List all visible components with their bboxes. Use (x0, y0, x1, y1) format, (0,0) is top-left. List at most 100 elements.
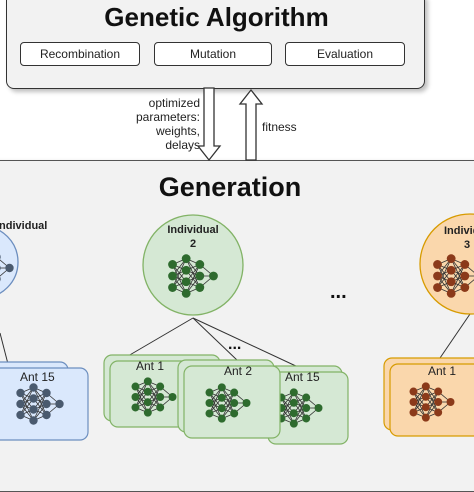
nn-edge (20, 387, 34, 416)
ant-label: Ant 2 (224, 364, 252, 378)
nn-node (446, 398, 455, 406)
nn-node (217, 404, 226, 413)
individual-3-label: Individual (444, 225, 474, 237)
nn-node (29, 394, 38, 403)
nn-node (217, 393, 226, 402)
nn-node (433, 260, 442, 269)
nn-node (131, 393, 140, 401)
nn-node (230, 409, 239, 418)
nn-edge (33, 392, 47, 421)
nn-node (181, 288, 191, 298)
nn-node (5, 263, 14, 273)
ants-ellipsis: ... (228, 336, 241, 353)
nn-node (289, 419, 298, 428)
nn-node (289, 398, 298, 407)
ant-label: Ant 1 (136, 359, 164, 373)
nn-node (217, 414, 226, 423)
nn-node (0, 276, 1, 282)
nn-node (205, 409, 214, 418)
individual-3: Individual 3 (419, 213, 474, 359)
nn-node (42, 410, 51, 420)
nn-node (446, 288, 456, 298)
nn-node (181, 277, 191, 287)
parameters-label-line: optimized (148, 96, 200, 110)
nn-node (434, 398, 443, 406)
parameters-label: optimized parameters: weights, delays (126, 96, 200, 152)
ant-card-15: Ant 15 (261, 365, 349, 445)
nn-node (131, 403, 140, 412)
nn-node (421, 382, 430, 391)
nn-node (446, 265, 456, 275)
ant-label: Ant 15 (285, 370, 320, 384)
nn-node (55, 399, 64, 409)
nn-node (195, 260, 205, 269)
individual-1: Individual (0, 220, 47, 294)
nn-node (217, 383, 226, 392)
nn-node (181, 254, 191, 264)
nn-node (460, 271, 470, 281)
nn-node (29, 383, 38, 392)
individual-2-number: 2 (190, 238, 196, 250)
nn-node (446, 277, 456, 287)
up-arrow (238, 88, 264, 161)
parameters-label-line: parameters: (135, 110, 200, 124)
nn-edge (147, 386, 161, 413)
mutation-box: Mutation (154, 42, 272, 66)
ant-card-ind3: Ant 1 (383, 357, 474, 437)
nn-edge (281, 392, 295, 419)
nn-edge (437, 258, 452, 288)
nn-node (314, 404, 323, 412)
nn-node (168, 260, 177, 269)
nn-node (302, 414, 311, 423)
down-arrow (196, 87, 222, 162)
nn-edge (172, 258, 187, 288)
nn-node (131, 382, 140, 391)
parameters-label-line: weights, (155, 124, 200, 138)
nn-node (16, 399, 25, 409)
nn-node (29, 405, 38, 414)
nn-node (242, 399, 251, 407)
nn-node (143, 377, 152, 386)
nn-node (230, 388, 239, 397)
nn-node (42, 388, 51, 398)
nn-node (205, 388, 214, 397)
nn-edge (135, 381, 149, 408)
nn-edge (450, 264, 466, 294)
nn-node (143, 387, 152, 396)
individual-2-label: Individual (167, 224, 218, 236)
nn-node (433, 271, 442, 281)
nn-node (421, 403, 430, 412)
nn-node (168, 393, 177, 401)
nn-node (289, 409, 298, 418)
nn-node (168, 271, 177, 281)
nn-node (16, 410, 25, 420)
nn-node (156, 393, 165, 401)
individual-3-number: 3 (464, 239, 470, 251)
nn-edge (425, 391, 439, 418)
individual-1-label: Individual (0, 220, 47, 232)
diagram-canvas: Individual Ant 15 Individual 2 ... Ant 1… (0, 87, 474, 445)
individuals-ellipsis: ... (330, 281, 347, 303)
nn-node (0, 254, 1, 260)
nn-node (143, 408, 152, 417)
nn-node (29, 416, 38, 425)
generation-title: Generation (158, 172, 302, 202)
evaluation-box: Evaluation (285, 42, 405, 66)
nn-node (143, 398, 152, 407)
fitness-label: fitness (262, 120, 297, 134)
nn-node (433, 283, 442, 292)
nn-node (195, 271, 205, 281)
nn-node (289, 388, 298, 397)
nn-node (302, 404, 311, 412)
nn-node (409, 387, 418, 396)
nn-edge (209, 387, 223, 414)
nn-edge (221, 392, 235, 419)
nn-node (181, 265, 191, 275)
nn-node (302, 393, 311, 402)
nn-node (156, 403, 165, 412)
nn-node (0, 265, 1, 271)
nn-node (446, 254, 456, 264)
nn-node (209, 271, 218, 281)
nn-node (421, 413, 430, 422)
nn-node (409, 408, 418, 417)
